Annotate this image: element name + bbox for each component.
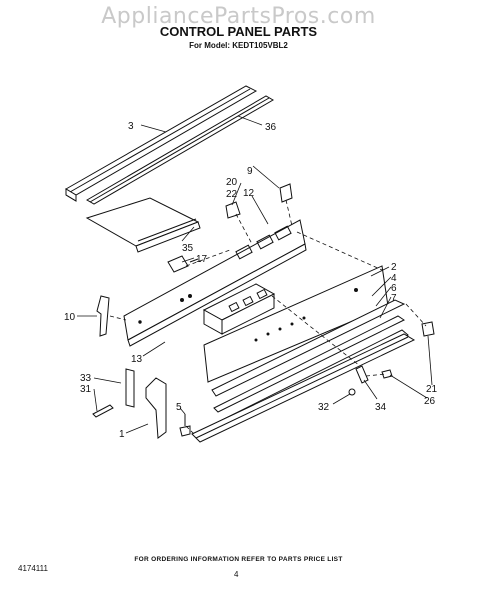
part-31-clip [92, 404, 114, 418]
callout-6: 6 [391, 283, 397, 294]
callout-36: 36 [265, 122, 277, 133]
model-subtitle: For Model: KEDT105VBL2 [189, 41, 288, 50]
callout-13: 13 [131, 354, 143, 365]
document-number: 4174111 [18, 564, 48, 573]
part-36-strip [85, 95, 275, 205]
callout-26: 26 [424, 396, 436, 407]
ordering-note: FOR ORDERING INFORMATION REFER TO PARTS … [134, 556, 343, 563]
callout-4: 4 [391, 273, 397, 284]
callout-34: 34 [375, 402, 387, 413]
watermark: AppliancePartsPros.com [101, 4, 376, 29]
part-5-screw [179, 414, 191, 437]
callout-3: 3 [128, 121, 134, 132]
callout-32: 32 [318, 402, 330, 413]
callout-9: 9 [247, 166, 253, 177]
callout-33: 33 [80, 373, 92, 384]
part-20-22-switch [225, 201, 241, 219]
part-12-panel-back [123, 219, 307, 347]
part-3-top-trim [65, 85, 258, 202]
callout-35: 35 [182, 243, 194, 254]
callout-2: 2 [391, 262, 397, 273]
part-10-bracket [96, 295, 110, 337]
callout-10: 10 [64, 312, 76, 323]
part-1-end-cap [145, 377, 167, 439]
callout-31: 31 [80, 384, 92, 395]
callout-1: 1 [119, 429, 125, 440]
callout-12: 12 [243, 188, 255, 199]
part-35-sheet [85, 197, 201, 253]
callout-17: 17 [196, 254, 208, 265]
callout-7: 7 [391, 293, 397, 304]
part-7-bottom-trim [191, 333, 416, 443]
part-13-timer [202, 283, 276, 335]
page-number: 4 [234, 570, 239, 579]
callout-22: 22 [226, 189, 238, 200]
callout-21: 21 [426, 384, 438, 395]
part-32-34-small-parts [348, 365, 393, 396]
part-21-26-socket [421, 321, 435, 337]
part-9-knob [279, 183, 293, 203]
callout-5: 5 [176, 402, 182, 413]
part-33-end-cap [125, 368, 135, 408]
diagram-title: CONTROL PANEL PARTS [159, 24, 318, 39]
callout-20: 20 [226, 177, 238, 188]
part-17-switch [167, 255, 199, 273]
